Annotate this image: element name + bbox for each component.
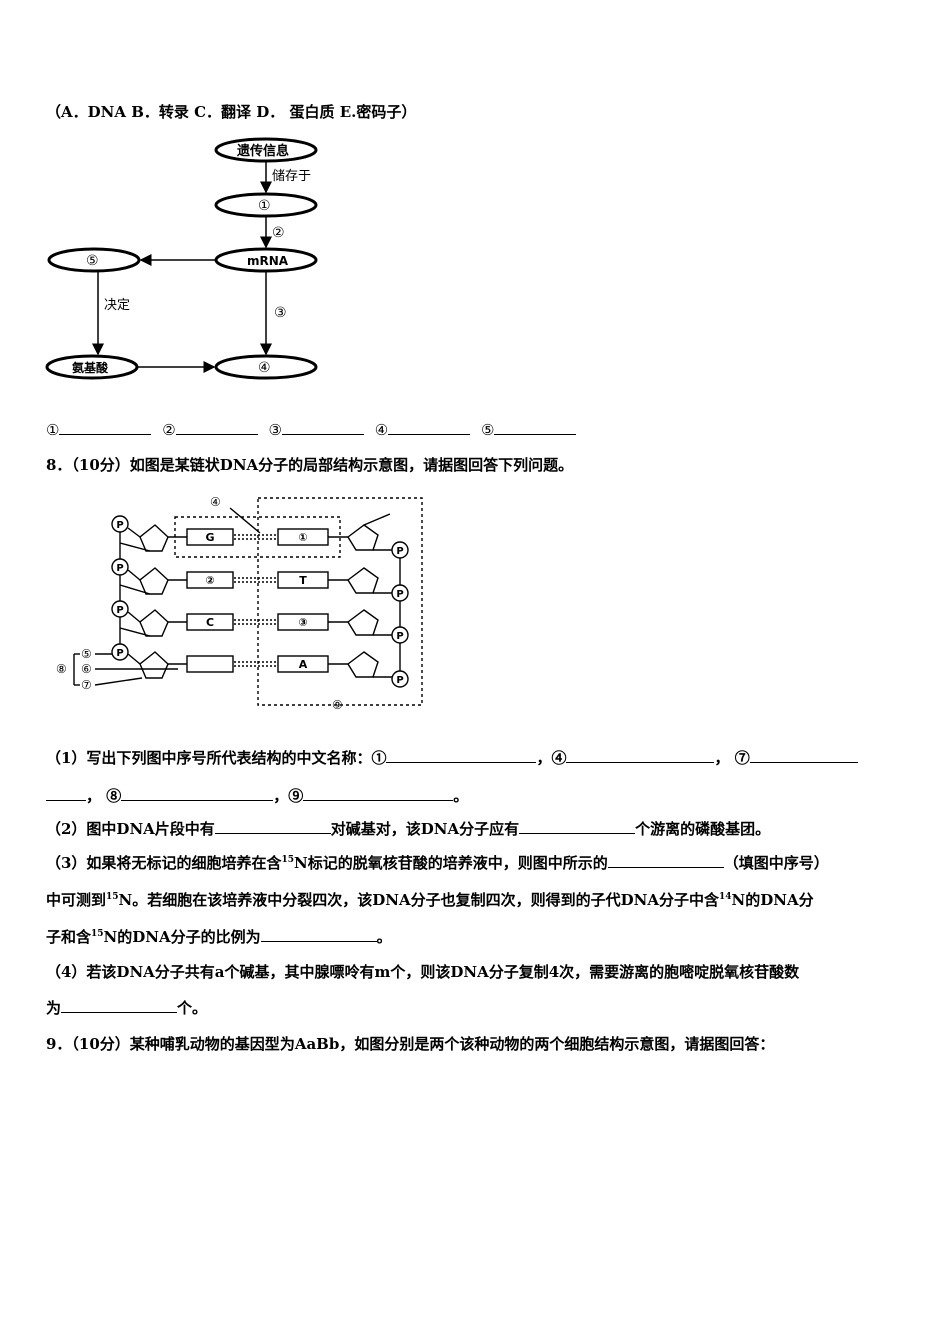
blank-q8-phosphate[interactable] <box>519 819 636 834</box>
q8-p3-sup2: 15 <box>106 892 119 902</box>
q9-stem: 9．（10分）某种哺乳动物的基因型为AaBb，如图分别是两个该种动物的两个细胞结… <box>46 1035 775 1053</box>
node-4 <box>214 354 318 380</box>
q8-p2-text-a: （2）图中DNA片段中有 <box>46 820 215 838</box>
phosphate-r4: P <box>396 675 403 686</box>
blank-q8-7b[interactable] <box>46 786 86 801</box>
blank-q8-labeled[interactable] <box>607 853 724 868</box>
right-base-4: A <box>299 658 308 671</box>
node-1-label: ① <box>258 198 271 214</box>
options-line: （A．DNA B．转录 C．翻译 D． 蛋白质 E.密码子） <box>46 103 417 121</box>
q8-p3-sup3: 14 <box>718 892 732 902</box>
blank-3[interactable] <box>281 420 364 435</box>
blank-q8-cytosine[interactable] <box>61 998 178 1013</box>
q8-part3-line3: 子和含15N的DNA分子的比例为 。 <box>46 927 392 947</box>
phosphate-r2: P <box>396 589 403 600</box>
decide-label: 决定 <box>104 298 130 313</box>
q8-part3-line1: （3）如果将无标记的细胞培养在含15N标记的脱氧核苷酸的培养液中，则图中所示的 （… <box>46 853 829 873</box>
q8-p2-text-c: 个游离的磷酸基团。 <box>635 820 771 838</box>
answer-mark-1: ① <box>46 421 60 439</box>
q8-p3-text-c: （填图中序号） <box>723 854 829 872</box>
q8-p1-text-c: ， ⑦ <box>714 749 750 767</box>
q8-p1-text-d: ， ⑧ <box>86 787 122 805</box>
blank-5[interactable] <box>494 420 577 435</box>
phosphate-r1: P <box>396 546 403 557</box>
blank-2[interactable] <box>175 420 258 435</box>
label-6: ⑥ <box>81 662 92 676</box>
q8-p3-sup4: 15 <box>91 929 104 939</box>
q8-p3-text-e: N。若细胞在该培养液中分裂四次，该DNA分子也复制四次，则得到的子代DNA分子中… <box>118 891 719 909</box>
q8-part1-line1: （1）写出下列图中序号所代表结构的中文名称：① ，④ ， ⑦ <box>46 748 858 768</box>
store-label: 储存于 <box>272 169 311 184</box>
q8-part1-line2: ， ⑧ ，⑨ 。 <box>46 786 468 806</box>
dna-structure-diagram: P P P P P P P P G ② C ① T ③ A ④ ⑤ ⑥ ⑦ ⑧ … <box>56 495 423 712</box>
phosphate-l4: P <box>116 648 123 659</box>
phosphate-r3: P <box>396 631 403 642</box>
node-4-label: ④ <box>258 360 271 376</box>
blank-q8-9[interactable] <box>303 786 454 801</box>
node-amino-acid-label: 氨基酸 <box>72 360 109 375</box>
arrow-2-label: ② <box>272 225 285 241</box>
blank-q8-ratio[interactable] <box>260 927 377 942</box>
node-mrna-label: mRNA <box>247 254 289 268</box>
answer-mark-4: ④ <box>374 421 389 439</box>
node-1 <box>214 192 318 218</box>
blank-q8-4[interactable] <box>566 748 715 763</box>
q8-p1-text-b: ，④ <box>536 749 567 767</box>
q8-p3-text-d: 中可测到 <box>46 891 107 909</box>
answer-blanks-row: ① ② ③ ④ ⑤ <box>46 420 577 440</box>
left-base-2: ② <box>205 574 214 587</box>
q8-p3-text-i: 。 <box>376 928 392 946</box>
node-5 <box>47 247 141 273</box>
node-5-label: ⑤ <box>86 253 99 269</box>
q8-part3-line2: 中可测到15N。若细胞在该培养液中分裂四次，该DNA分子也复制四次，则得到的子代… <box>46 890 814 910</box>
right-base-1: ① <box>298 531 307 544</box>
q8-p3-text-f: N的DNA分 <box>731 891 814 909</box>
node-amino-acid <box>45 354 139 380</box>
q8-stem: 8．（10分）如图是某链状DNA分子的局部结构示意图，请据图回答下列问题。 <box>46 456 574 474</box>
label-8: ⑧ <box>56 662 67 676</box>
label-5: ⑤ <box>81 647 92 661</box>
q8-p3-text-a: （3）如果将无标记的细胞培养在含 <box>46 854 282 872</box>
gene-expression-flow-diagram: 遗传信息 储存于 ① ② mRNA ⑤ 决定 ③ 氨基酸 ④ <box>45 137 318 380</box>
label-7: ⑦ <box>81 678 92 692</box>
phosphate-l3: P <box>116 605 123 616</box>
q8-p2-text-b: 对碱基对，该DNA分子应有 <box>330 820 520 838</box>
answer-mark-2: ② <box>162 421 176 439</box>
q8-part4-line1: （4）若该DNA分子共有a个碱基，其中腺嘌呤有m个，则该DNA分子复制4次，需要… <box>46 963 800 981</box>
blank-q8-1[interactable] <box>386 748 537 763</box>
q8-p3-text-b: N标记的脱氧核苷酸的培养液中，则图中所示的 <box>293 854 608 872</box>
node-genetic-info-label: 遗传信息 <box>236 143 289 159</box>
right-base-3: ③ <box>298 616 307 629</box>
blank-q8-8[interactable] <box>121 786 274 801</box>
q8-p4-text-c: 个。 <box>177 999 208 1017</box>
answer-mark-5: ⑤ <box>480 421 495 439</box>
q8-p1-text-a: （1）写出下列图中序号所代表结构的中文名称：① <box>46 749 387 767</box>
answer-mark-3: ③ <box>268 421 282 439</box>
label-9: ⑨ <box>332 698 343 712</box>
blank-1[interactable] <box>59 420 152 435</box>
q8-p4-text-b: 为 <box>46 999 62 1017</box>
q8-part4-line2: 为 个。 <box>46 998 207 1018</box>
q8-p3-text-g: 子和含 <box>46 928 92 946</box>
blank-q8-pairs[interactable] <box>214 819 331 834</box>
segment-box-9 <box>257 497 423 706</box>
q8-p3-text-h: N的DNA分子的比例为 <box>103 928 261 946</box>
q8-p1-text-f: 。 <box>453 787 469 805</box>
arrow-3-label: ③ <box>274 305 287 321</box>
left-base-1: G <box>205 531 214 544</box>
right-base-2: T <box>299 574 307 587</box>
left-base-3: C <box>206 616 214 629</box>
phosphate-l1: P <box>116 520 123 531</box>
blank-4[interactable] <box>388 420 471 435</box>
label-4: ④ <box>210 495 221 509</box>
blank-q8-7a[interactable] <box>749 748 858 763</box>
q8-part2: （2）图中DNA片段中有 对碱基对，该DNA分子应有 个游离的磷酸基团。 <box>46 819 770 839</box>
q8-p3-sup1: 15 <box>281 855 294 865</box>
node-genetic-info <box>214 137 318 163</box>
phosphate-l2: P <box>116 563 123 574</box>
q8-p1-text-e: ，⑨ <box>273 787 304 805</box>
